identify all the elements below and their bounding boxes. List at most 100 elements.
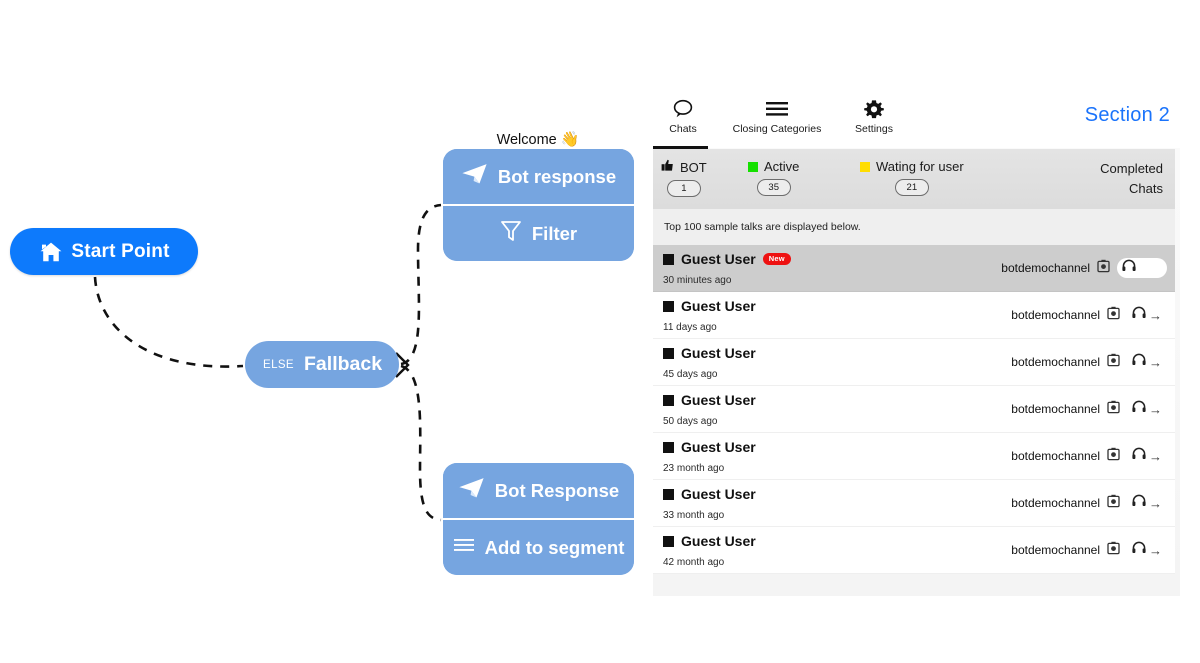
bot-response-label: Bot response xyxy=(497,165,617,187)
tab-settings[interactable]: Settings xyxy=(845,98,903,135)
headset-icon xyxy=(1122,259,1136,277)
list-icon xyxy=(453,536,475,559)
send-icon xyxy=(458,477,485,504)
chat-list-item[interactable]: Guest User 50 days ago botdemochannel→ xyxy=(653,386,1175,433)
chat-item-user-name: Guest User xyxy=(681,298,756,314)
fallback-node[interactable]: ELSE Fallback xyxy=(245,341,399,388)
status-filter-active-count: 35 xyxy=(756,179,791,196)
chat-item-time: 42 month ago xyxy=(663,557,725,568)
chat-list-item[interactable]: Guest User 42 month ago botdemochannel → xyxy=(653,527,1175,574)
thumbs-up-icon xyxy=(661,159,674,175)
status-square-icon xyxy=(663,441,674,453)
chat-item-title: Guest User xyxy=(663,533,756,549)
calendar-icon[interactable] xyxy=(1107,400,1120,419)
add-to-segment-card[interactable]: Add to segment xyxy=(443,518,634,575)
bot-response-card[interactable]: Bot response xyxy=(443,149,634,204)
chat-item-channel: botdemochannel xyxy=(1011,449,1100,463)
status-filter-waiting-count: 21 xyxy=(894,179,929,196)
status-square-icon xyxy=(663,535,674,547)
tab-closing-categories[interactable]: Closing Categories xyxy=(717,98,837,135)
calendar-icon[interactable] xyxy=(1097,259,1110,278)
chat-item-user-name: Guest User xyxy=(681,251,756,267)
chat-list-item[interactable]: Guest User 45 days ago botdemochannel→ xyxy=(653,339,1175,386)
assign-agent-button[interactable]: → xyxy=(1127,446,1167,466)
assign-agent-button[interactable]: → xyxy=(1127,305,1167,325)
chat-item-channel: botdemochannel xyxy=(1001,261,1090,275)
chat-item-title: Guest User xyxy=(663,392,756,408)
calendar-icon[interactable] xyxy=(1107,447,1120,466)
chats-panel: Chats Closing Categories Settings xyxy=(653,96,1180,596)
section-label: Section 2 xyxy=(1084,104,1170,126)
calendar-icon[interactable] xyxy=(1107,494,1120,513)
chat-item-actions: botdemochannel→ xyxy=(1011,352,1167,372)
welcome-action-group: Bot response Filter xyxy=(443,149,634,261)
assign-agent-button[interactable]: → xyxy=(1127,540,1167,560)
send-icon xyxy=(461,163,488,190)
chat-item-time: 50 days ago xyxy=(663,416,718,427)
chat-item-actions: botdemochannel → xyxy=(1011,540,1167,560)
chat-item-channel: botdemochannel xyxy=(1011,543,1100,557)
assign-agent-button[interactable]: → xyxy=(1127,399,1167,419)
chat-item-title: Guest User xyxy=(663,486,756,502)
tab-chats-label: Chats xyxy=(669,123,697,135)
gear-icon xyxy=(864,98,884,120)
bot-response-2-card[interactable]: Bot Response xyxy=(443,463,634,518)
chat-list-item[interactable]: Guest User 23 month ago botdemochannel → xyxy=(653,433,1175,480)
status-filter-waiting[interactable]: Wating for user 21 xyxy=(860,159,964,196)
status-square-icon xyxy=(663,300,674,312)
chat-list-item[interactable]: Guest User 11 days ago botdemochannel → xyxy=(653,292,1175,339)
calendar-icon[interactable] xyxy=(1107,353,1120,372)
status-filter-active[interactable]: Active 35 xyxy=(748,159,799,196)
chat-item-title: Guest User xyxy=(663,345,756,361)
chat-item-time: 45 days ago xyxy=(663,369,718,380)
chat-item-channel: botdemochannel xyxy=(1011,308,1100,322)
tab-settings-label: Settings xyxy=(855,123,893,135)
headset-icon xyxy=(1132,353,1146,371)
chat-item-title: Guest User xyxy=(663,298,756,314)
headset-icon xyxy=(1132,306,1146,324)
chat-item-user-name: Guest User xyxy=(681,392,756,408)
tab-closing-categories-label: Closing Categories xyxy=(732,123,822,135)
chat-item-actions: botdemochannel→ xyxy=(1011,399,1167,419)
status-square-icon xyxy=(663,488,674,500)
chat-item-actions: botdemochannel → xyxy=(1011,305,1167,325)
assign-agent-button[interactable] xyxy=(1117,258,1167,278)
assign-agent-button[interactable]: → xyxy=(1127,352,1167,372)
headset-icon xyxy=(1132,447,1146,465)
status-filter-bot[interactable]: BOT 1 xyxy=(661,159,707,197)
filter-label: Filter xyxy=(531,222,578,244)
status-filter-completed-line2: Chats xyxy=(1129,181,1163,196)
start-point-label: Start Point xyxy=(71,240,170,262)
calendar-icon[interactable] xyxy=(1107,541,1120,560)
start-point-node[interactable]: Start Point xyxy=(10,228,198,275)
chat-item-time: 30 minutes ago xyxy=(663,275,732,286)
status-filter-waiting-label: Wating for user xyxy=(876,159,964,174)
forward-arrow-icon: → xyxy=(1149,354,1162,370)
status-filter-completed[interactable]: Completed Chats xyxy=(1100,159,1163,199)
flow-canvas: Start Point ELSE Fallback Welcome👋 Bot r… xyxy=(10,131,634,575)
chat-item-time: 33 month ago xyxy=(663,510,725,521)
chat-item-time: 23 month ago xyxy=(663,463,725,474)
chat-item-user-name: Guest User xyxy=(681,533,756,549)
panel-toolbar: Chats Closing Categories Settings xyxy=(653,96,1180,149)
tab-chats[interactable]: Chats xyxy=(657,98,709,135)
chat-bubble-icon xyxy=(672,98,694,120)
status-filter-bot-count: 1 xyxy=(666,180,701,197)
yellow-square-icon xyxy=(860,161,870,172)
assign-agent-button[interactable]: → xyxy=(1127,493,1167,513)
chat-item-time: 11 days ago xyxy=(663,322,717,333)
forward-arrow-icon: → xyxy=(1149,448,1162,464)
forward-arrow-icon: → xyxy=(1149,307,1162,323)
bot-response-2-label: Bot Response xyxy=(494,479,620,501)
home-icon xyxy=(38,240,64,264)
status-square-icon xyxy=(663,253,674,265)
calendar-icon[interactable] xyxy=(1107,306,1120,325)
chat-item-user-name: Guest User xyxy=(681,439,756,455)
filter-card[interactable]: Filter xyxy=(443,204,634,261)
status-filter-active-label: Active xyxy=(764,159,800,174)
status-square-icon xyxy=(663,394,674,406)
status-filter-bot-label: BOT xyxy=(680,159,707,175)
